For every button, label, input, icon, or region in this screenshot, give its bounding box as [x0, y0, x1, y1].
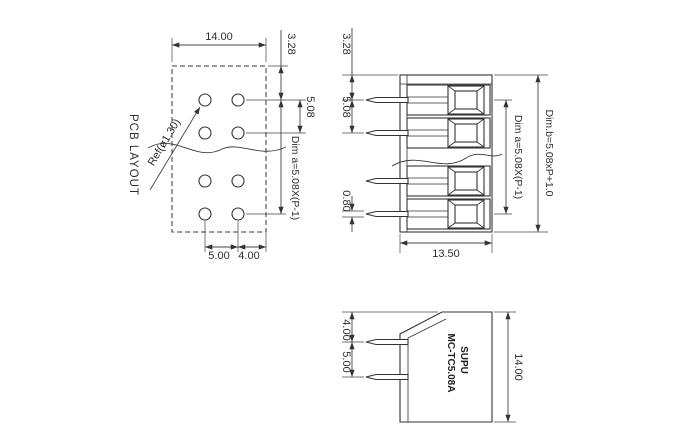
pcb-hole [231, 93, 245, 107]
front-bottom-dimension: 13.50 [399, 234, 493, 260]
break-line [391, 153, 503, 167]
pcb-width-dimension: 14.00 [171, 31, 267, 62]
side-pin [365, 373, 409, 381]
break-line [147, 142, 287, 154]
dim-label-pcb-width: 14.00 [205, 31, 233, 43]
side-view: SUPU MC-TC5.08A 4.00 5.00 14.00 [340, 311, 524, 423]
dim-label-pitch: 5.08 [340, 96, 352, 117]
dim-label-body-depth: 13.50 [432, 248, 460, 260]
ref-hole-label: Ref(ø1.30) [146, 117, 183, 168]
dim-label-hole-to-edge: 4.00 [238, 250, 259, 262]
model-label: MC-TC5.08A [445, 334, 456, 393]
pcb-hole [198, 126, 212, 140]
dim-label-height: 14.00 [512, 353, 524, 381]
pcb-hole [231, 207, 245, 221]
dim-label-pitch: 5.08 [304, 96, 316, 117]
side-pin [365, 338, 409, 346]
front-left-dimensions: 3.28 5.08 0.80 [340, 28, 398, 232]
dim-label-pin-spacing: 5.00 [340, 351, 352, 372]
terminal-cell [366, 118, 490, 148]
pcb-hole [231, 126, 245, 140]
dim-label-pin-to-top: 4.00 [340, 319, 352, 340]
front-view: 3.28 5.08 0.80 13.50 Dim a=5.08X(P-1) Di… [340, 28, 555, 260]
pcb-bottom-dimensions: 5.00 4.00 [204, 221, 267, 262]
side-body-outline [399, 311, 493, 423]
pcb-outline [171, 65, 267, 233]
front-body-outline [399, 74, 493, 233]
side-right-dimension: 14.00 [494, 311, 524, 423]
dim-label-dim-a: Dim a=5.08X(P-1) [512, 115, 524, 199]
dim-label-dim-a: Dim a=5.08X(P-1) [289, 136, 301, 220]
brand-label: SUPU [458, 346, 469, 374]
side-left-dimensions: 4.00 5.00 [340, 311, 438, 378]
ref-leader-line [149, 106, 201, 191]
terminal-cell [366, 199, 490, 229]
dim-label-top-offset: 3.28 [340, 33, 352, 54]
terminal-cell [366, 85, 490, 115]
dim-label-top-offset: 3.28 [285, 33, 297, 54]
dim-label-pin-width: 0.80 [340, 190, 352, 211]
pcb-hole [198, 93, 212, 107]
pcb-hole [198, 207, 212, 221]
terminal-cell [366, 166, 490, 196]
pcb-right-dimensions: 3.28 5.08 Dim a=5.08X(P-1) [246, 30, 316, 220]
dim-label-hole-spacing: 5.00 [208, 250, 229, 262]
front-right-dimensions: Dim a=5.08X(P-1) Dim.b=5.08xP+1.0 [494, 74, 555, 233]
pcb-hole [231, 174, 245, 188]
dim-label-dim-b: Dim.b=5.08xP+1.0 [543, 110, 555, 197]
side-inner-line [407, 318, 447, 423]
pcb-layout-view: 14.00 5.00 4.00 3.28 5.08 Dim a=5.08X(P-… [127, 30, 316, 262]
pcb-hole [198, 174, 212, 188]
pcb-holes [198, 93, 245, 221]
pcb-layout-label: PCB LAYOUT [127, 114, 139, 196]
